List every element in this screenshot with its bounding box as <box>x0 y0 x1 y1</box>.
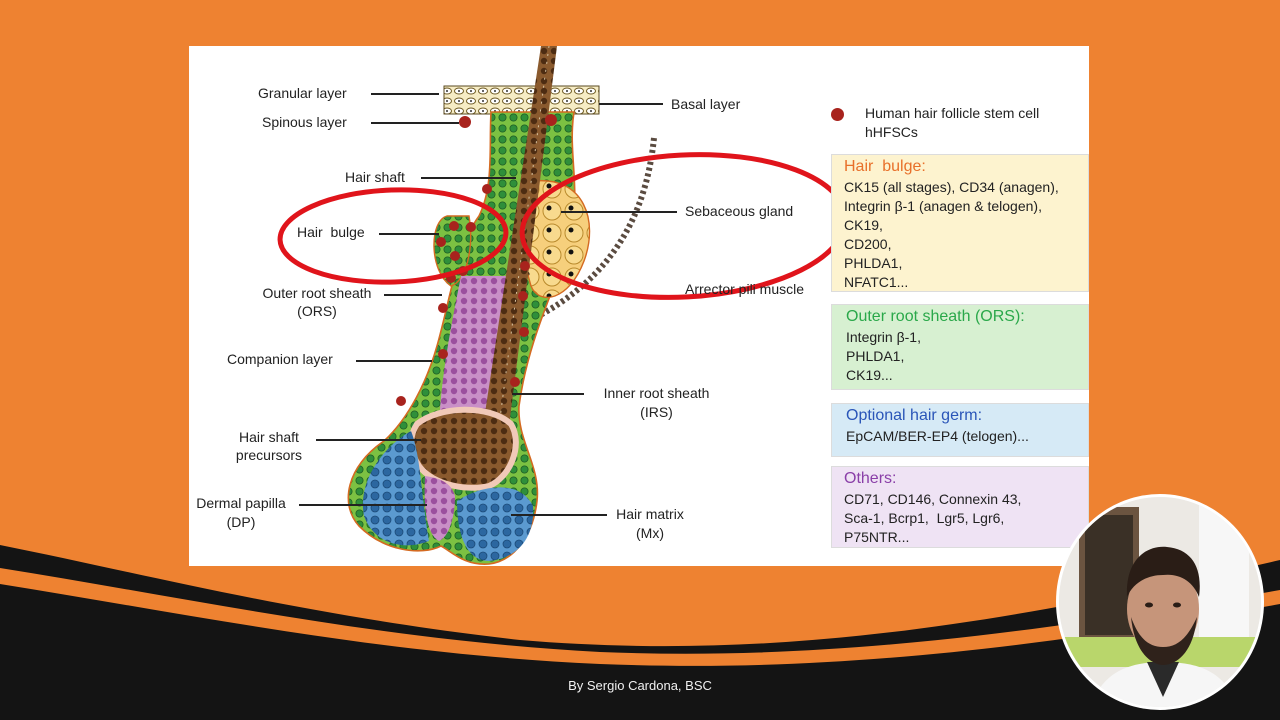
label-hair-shaft-precursors-2: precursors <box>235 447 303 463</box>
dermal-papilla-shape <box>424 476 455 541</box>
arrector-pili-muscle-shape <box>527 137 657 324</box>
label-outer-root-sheath-abbr: (ORS) <box>297 303 337 319</box>
marker-box-optional-hair-germ: Optional hair germ: EpCAM/BER-EP4 (telog… <box>831 403 1089 457</box>
epidermis-shape <box>443 85 600 115</box>
leader-spinous <box>371 122 459 124</box>
marker-line: EpCAM/BER-EP4 (telogen)... <box>846 428 1029 444</box>
legend-text-line2: hHFSCs <box>865 124 918 140</box>
label-hair-matrix: Hair matrix <box>616 506 684 522</box>
label-inner-root-sheath: Inner root sheath <box>603 385 710 401</box>
marker-line: PHLDA1, <box>846 348 905 364</box>
label-granular-layer: Granular layer <box>258 85 347 101</box>
marker-line: CD200, <box>844 236 892 252</box>
marker-line: CK15 (all stages), CD34 (anagen), <box>844 179 1059 195</box>
black-swoosh <box>0 545 1280 720</box>
marker-box-title: Others: <box>844 470 897 487</box>
leader-ors <box>384 294 442 296</box>
presenter-webcam <box>1056 494 1264 710</box>
leader-companion <box>356 360 432 362</box>
hair-matrix-right-shape <box>457 487 534 561</box>
marker-line: P75NTR... <box>844 529 910 545</box>
marker-line: NFATC1... <box>844 274 909 290</box>
marker-box-outer-root-sheath: Outer root sheath (ORS): Integrin β-1, P… <box>831 304 1089 390</box>
hair-follicle-illustration <box>277 46 849 565</box>
marker-box-title: Optional hair germ: <box>846 407 983 424</box>
leader-hair-matrix <box>511 514 607 516</box>
marker-line: Integrin β-1, <box>846 329 921 345</box>
stem-cell-legend-dot <box>831 108 844 121</box>
leader-granular <box>371 93 439 95</box>
orange-swoosh-stripe <box>0 568 1280 666</box>
leader-basal <box>599 103 663 105</box>
marker-line: PHLDA1, <box>844 255 903 271</box>
label-basal-layer: Basal layer <box>671 96 741 112</box>
marker-line: CK19, <box>844 217 883 233</box>
label-companion-layer: Companion layer <box>227 351 333 367</box>
marker-line: Integrin β-1 (anagen & telogen), <box>844 198 1042 214</box>
label-hair-shaft: Hair shaft <box>345 169 405 185</box>
label-spinous-layer: Spinous layer <box>262 114 347 130</box>
hair-bulge-highlight-circle <box>277 187 509 285</box>
footer-credit: By Sergio Cardona, BSC <box>568 678 712 693</box>
leader-hair-bulge <box>379 233 439 235</box>
label-inner-root-sheath-abbr: (IRS) <box>640 404 673 420</box>
leader-sebaceous <box>561 211 677 213</box>
presenter-video-frame <box>1059 497 1261 707</box>
label-sebaceous-gland: Sebaceous gland <box>685 203 794 219</box>
label-dermal-papilla: Dermal papilla <box>196 495 286 511</box>
slide-content: Granular layer Spinous layer Basal layer… <box>189 46 1089 566</box>
hair-matrix-left-shape <box>362 431 429 546</box>
marker-box-title: Outer root sheath (ORS): <box>846 308 1025 325</box>
label-hair-matrix-abbr: (Mx) <box>636 525 664 541</box>
label-outer-root-sheath: Outer root sheath <box>262 285 372 301</box>
leader-hair-shaft <box>421 177 516 179</box>
marker-line: Sca-1, Bcrp1, Lgr5, Lgr6, <box>844 510 1005 526</box>
marker-line: CD71, CD146, Connexin 43, <box>844 491 1022 507</box>
label-dermal-papilla-abbr: (DP) <box>226 514 256 530</box>
marker-line: CK19... <box>846 367 893 383</box>
label-hair-shaft-precursors-1: Hair shaft <box>239 429 299 445</box>
marker-box-title: Hair bulge: <box>844 158 926 175</box>
marker-box-hair-bulge: Hair bulge: CK15 (all stages), CD34 (ana… <box>831 154 1089 292</box>
leader-dermal-papilla <box>299 504 427 506</box>
label-arrector-pili-muscle: Arrector pili muscle <box>685 281 805 297</box>
leader-precursors <box>316 439 421 441</box>
marker-box-others: Others: CD71, CD146, Connexin 43, Sca-1,… <box>831 466 1089 548</box>
leader-irs <box>512 393 584 395</box>
label-hair-bulge: Hair bulge <box>297 224 365 240</box>
legend-text-line1: Human hair follicle stem cell <box>865 105 1040 121</box>
hair-shaft-precursors-shape <box>408 406 519 491</box>
